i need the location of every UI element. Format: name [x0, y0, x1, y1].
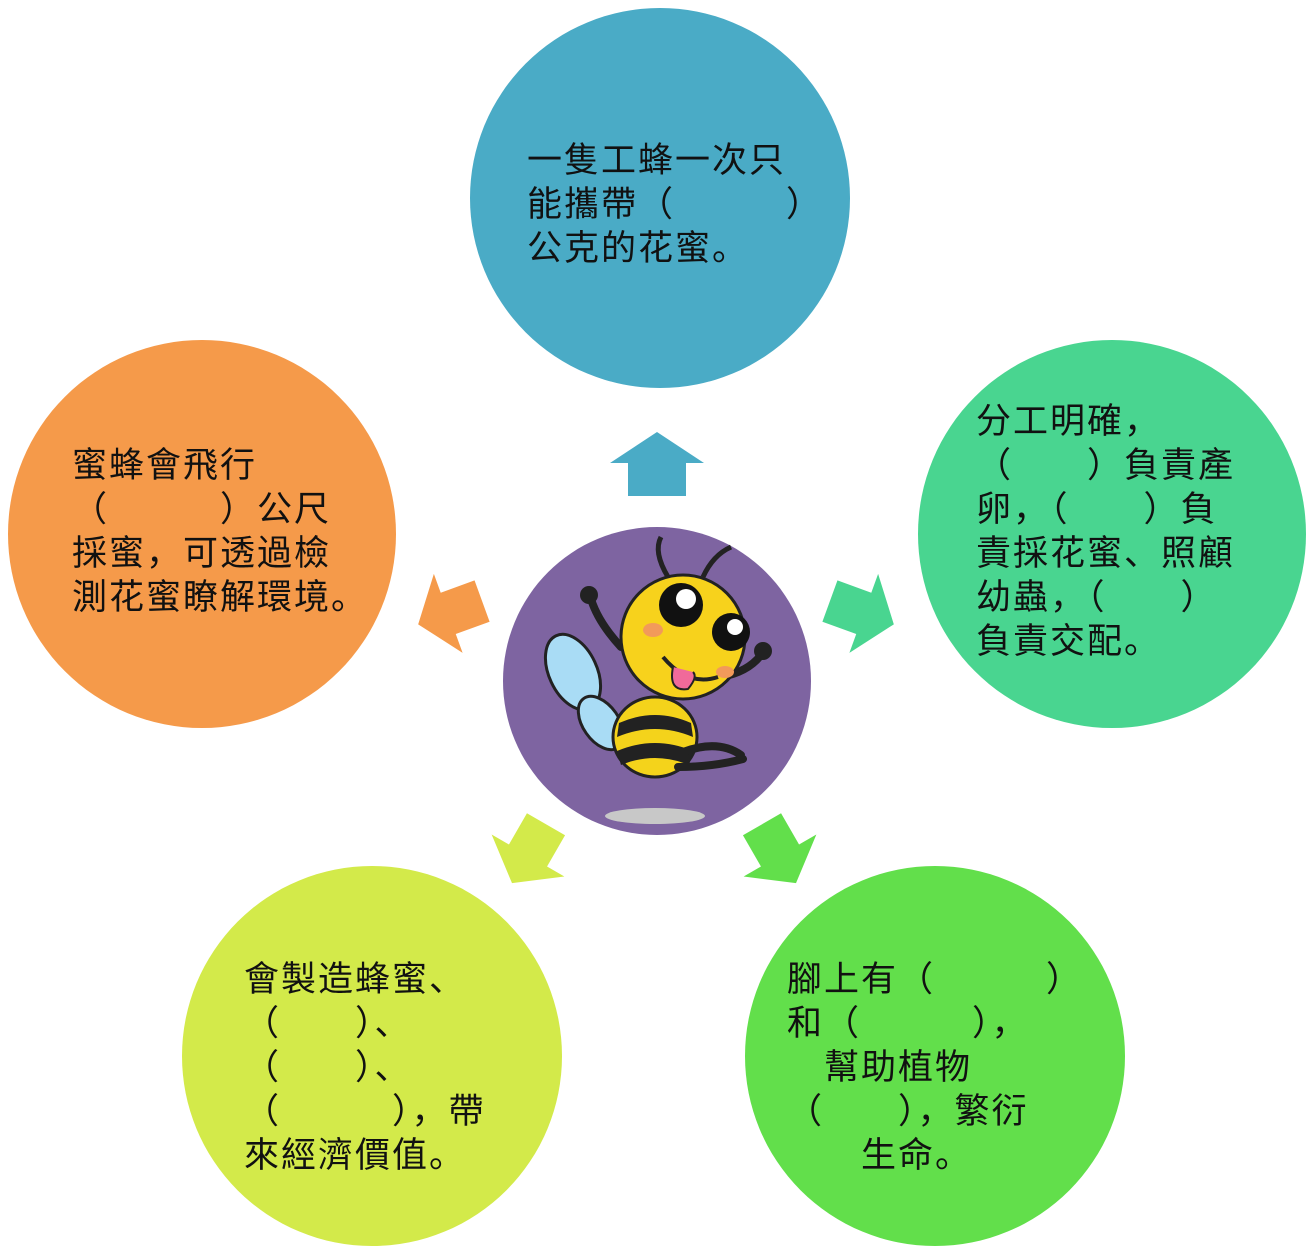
node-bottom-right-text: 腳上有（ ） 和（ ）， 幫助植物 （ ），繁衍 生命。	[787, 960, 1084, 1176]
node-top-circle	[470, 8, 850, 388]
arrow-left	[418, 573, 490, 653]
arrow-up	[610, 432, 704, 496]
arrow-down-right	[742, 813, 817, 884]
node-right-circle	[918, 340, 1306, 728]
node-left-text: 蜜蜂會飛行 （ ）公尺 採蜜，可透過檢 測花蜜瞭解環境。	[72, 446, 369, 618]
node-bottom-left-circle	[182, 866, 562, 1246]
node-left-circle	[8, 340, 396, 728]
arrow-down-left	[491, 813, 566, 884]
node-top-text: 一隻工蜂一次只 能攜帶（ ） 公克的花蜜。	[527, 141, 824, 269]
node-bottom-left-text: 會製造蜂蜜、 （ ）、 （ ）、 （ ），帶 來經濟價值。	[244, 960, 486, 1176]
bee-mascot-icon	[543, 535, 772, 824]
node-bottom-right-circle	[745, 866, 1125, 1246]
arrow-right	[822, 573, 894, 653]
node-right-text: 分工明確， （ ）負責產 卵，（ ）負 責採花蜜、照顧 幼蟲，（ ） 負責交配。	[976, 402, 1236, 662]
